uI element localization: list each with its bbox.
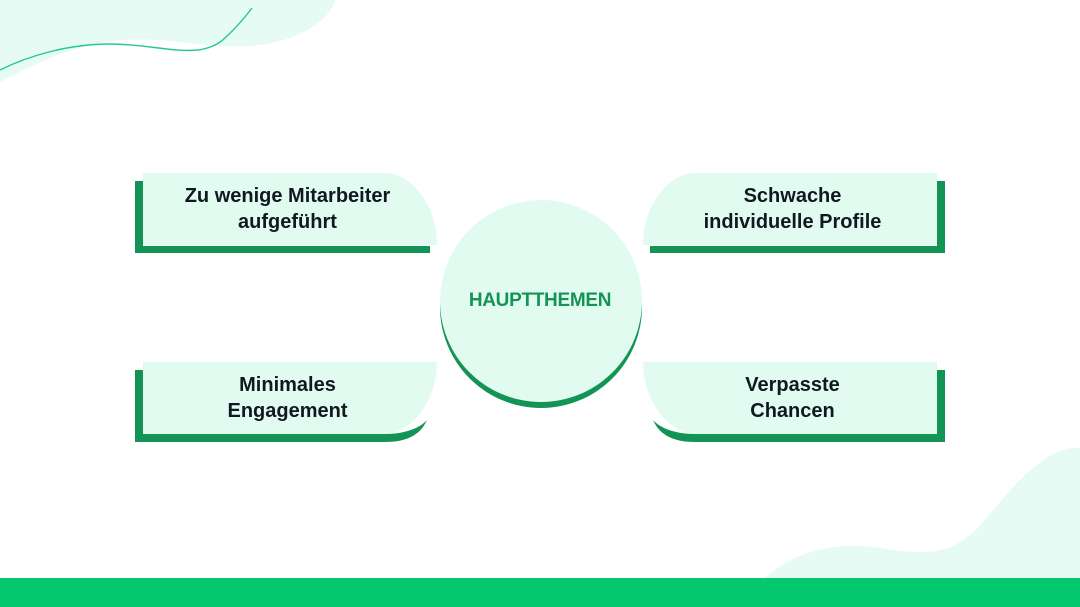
topic-card-shape [135, 362, 437, 442]
topic-label: Verpasste Chancen [745, 374, 840, 422]
topic-card-bottom-right: Verpasste Chancen [640, 362, 945, 442]
topic-card-bottom-left: Minimales Engagement [135, 362, 440, 442]
topic-label: Schwache individuelle Profile [703, 185, 882, 233]
topic-label: Minimales Engagement [227, 374, 348, 422]
topic-card-shape [643, 173, 945, 253]
center-title: HAUPTTHEMEN [468, 290, 612, 311]
bottom-accent-bar [0, 578, 1080, 607]
topic-card-shape [135, 173, 437, 253]
top-left-blob-decoration [0, 0, 335, 82]
topic-card-top-left: Zu wenige Mitarbeiter aufgeführt [135, 173, 440, 253]
topic-card-top-right: Schwache individuelle Profile [640, 173, 945, 253]
center-circle [440, 200, 642, 408]
topic-label: Zu wenige Mitarbeiter aufgeführt [184, 185, 391, 233]
topic-card-shape [643, 362, 945, 442]
